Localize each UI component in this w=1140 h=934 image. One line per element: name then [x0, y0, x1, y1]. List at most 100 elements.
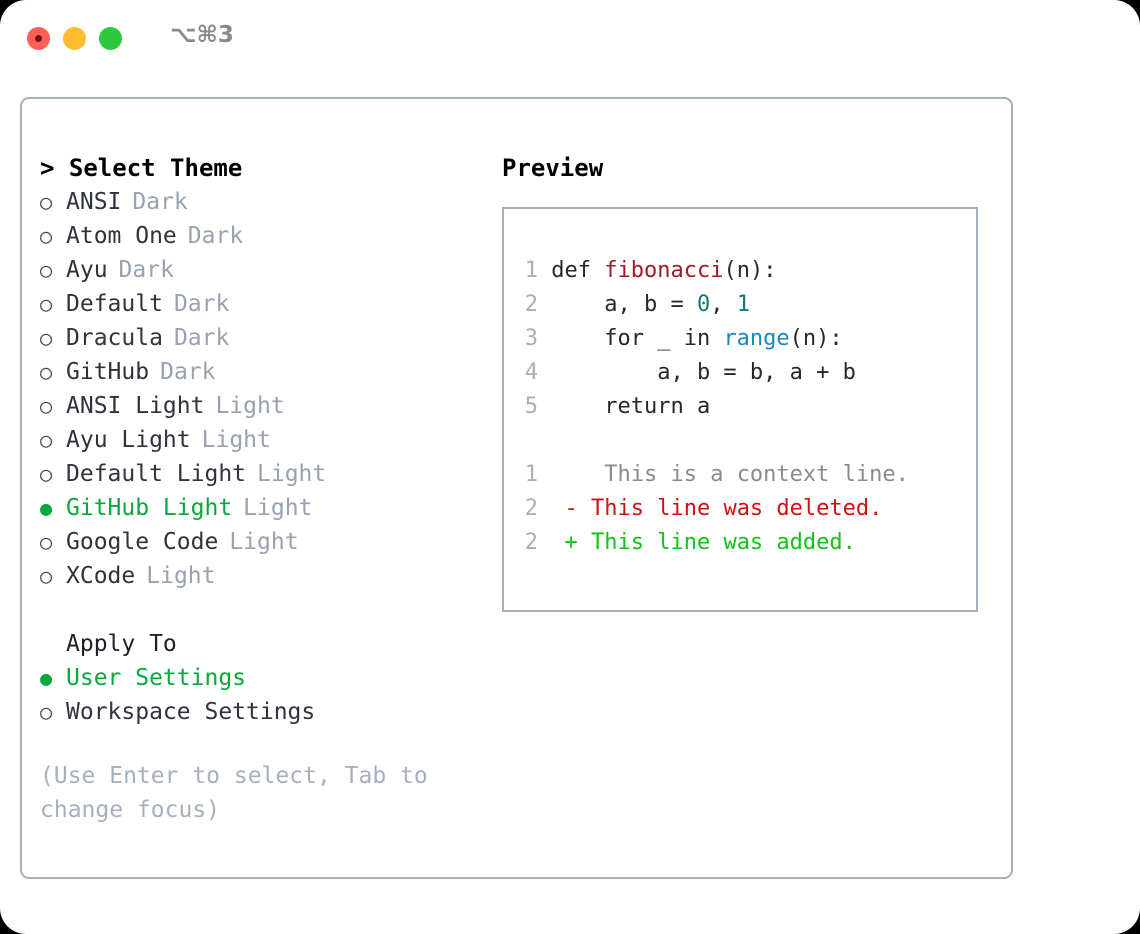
theme-option-label: Google Code — [66, 529, 219, 555]
code-line: 1 def fibonacci(n): — [520, 254, 976, 288]
theme-option-default[interactable]: ○ Default Dark — [40, 287, 480, 321]
theme-option-label: ANSI Light — [66, 393, 205, 419]
theme-option-variant: Light — [201, 427, 271, 453]
code-token: def — [551, 258, 605, 283]
radio-unselected-icon: ○ — [40, 326, 53, 350]
code-token: 0 — [696, 292, 711, 317]
diff-text: This line was added. — [577, 530, 856, 555]
diff-sample: 1 This is a context line.2 - This line w… — [520, 458, 976, 560]
radio-unselected-icon: ○ — [40, 224, 53, 248]
theme-option-variant: Light — [229, 529, 299, 555]
code-token: return a — [551, 394, 711, 419]
radio-selected-icon: ● — [40, 666, 53, 690]
radio-selected-icon: ● — [40, 496, 53, 520]
theme-option-variant: Light — [215, 393, 285, 419]
apply-to-title: Apply To — [66, 631, 177, 657]
diff-line: 1 This is a context line. — [520, 458, 976, 492]
theme-option-default-light[interactable]: ○ Default Light Light — [40, 457, 480, 491]
radio-unselected-icon: ○ — [40, 428, 53, 452]
theme-option-google-code[interactable]: ○ Google Code Light — [40, 525, 480, 559]
code-line: 5 return a — [520, 390, 976, 424]
theme-option-variant: Dark — [173, 325, 230, 351]
radio-unselected-icon: ○ — [40, 190, 53, 214]
code-token: , — [710, 292, 737, 317]
code-line: 3 for _ in range(n): — [520, 322, 976, 356]
theme-option-variant: Light — [146, 563, 216, 589]
theme-option-label: Ayu Light — [66, 427, 191, 453]
code-token: for _ in — [551, 326, 724, 351]
theme-option-variant: Dark — [187, 223, 244, 249]
theme-option-variant: Dark — [118, 257, 174, 283]
code-blank-line — [520, 424, 976, 458]
spacer — [40, 593, 480, 627]
theme-option-label: XCode — [66, 563, 136, 589]
theme-option-atom-one[interactable]: ○ Atom One Dark — [40, 219, 480, 253]
diff-line: 2 + This line was added. — [520, 526, 976, 560]
theme-option-ayu[interactable]: ○ Ayu Dark — [40, 253, 480, 287]
line-number: 1 — [524, 462, 538, 487]
line-number: 2 — [524, 292, 538, 317]
diff-sign: + — [564, 530, 578, 555]
title-bar: ⌥⌘3 — [0, 0, 1140, 78]
theme-option-label: Default Light — [66, 461, 247, 487]
code-token: a, b = — [551, 292, 697, 317]
code-token: fibonacci — [604, 258, 724, 283]
theme-option-github-light[interactable]: ● GitHub Light Light — [40, 491, 480, 525]
radio-unselected-icon: ○ — [40, 462, 53, 486]
theme-option-variant: Light — [243, 495, 313, 521]
radio-unselected-icon: ○ — [40, 394, 53, 418]
apply-to-option-label: User Settings — [66, 665, 247, 691]
maximize-button[interactable] — [99, 27, 122, 50]
code-line: 4 a, b = b, a + b — [520, 356, 976, 390]
code-token: 1 — [736, 292, 750, 317]
radio-unselected-icon: ○ — [40, 360, 53, 384]
diff-text: This is a context line. — [577, 462, 909, 487]
radio-unselected-icon: ○ — [40, 530, 53, 554]
theme-option-label: GitHub Light — [66, 495, 233, 521]
diff-sign: - — [564, 496, 578, 521]
code-token: a, b = b, a + b — [551, 360, 856, 385]
theme-picker-title: > Select Theme — [40, 154, 243, 182]
line-number: 2 — [524, 530, 538, 555]
diff-line: 2 - This line was deleted. — [520, 492, 976, 526]
line-number: 2 — [524, 496, 538, 521]
theme-option-label: Ayu — [66, 257, 108, 283]
code-line: 2 a, b = 0, 1 — [520, 288, 976, 322]
theme-option-variant: Light — [257, 461, 327, 487]
window-controls — [27, 27, 122, 50]
theme-option-label: Atom One — [66, 223, 177, 249]
theme-option-variant: Dark — [160, 359, 216, 385]
theme-option-variant: Dark — [132, 189, 188, 215]
help-text: (Use Enter to select, Tab to change focu… — [40, 763, 428, 823]
radio-unselected-icon: ○ — [40, 292, 53, 316]
theme-option-ansi-light[interactable]: ○ ANSI Light Light — [40, 389, 480, 423]
preview-title: Preview — [502, 154, 604, 182]
code-token: (n): — [789, 326, 843, 351]
apply-to-option-user-settings[interactable]: ● User Settings — [40, 661, 480, 695]
line-number: 5 — [524, 394, 538, 419]
apply-to-option-list: ● User Settings ○Workspace Settings — [40, 661, 480, 729]
theme-option-ayu-light[interactable]: ○ Ayu Light Light — [40, 423, 480, 457]
line-number: 3 — [524, 326, 538, 351]
theme-option-variant: Dark — [173, 291, 230, 317]
apply-to-option-workspace-settings[interactable]: ○Workspace Settings — [40, 695, 480, 729]
theme-option-label: Default — [66, 291, 163, 317]
line-number: 4 — [524, 360, 538, 385]
preview-column: Preview 1 def fibonacci(n):2 a, b = 0, 1… — [502, 151, 992, 612]
close-button[interactable] — [27, 27, 50, 50]
code-token: range — [723, 326, 790, 351]
radio-unselected-icon: ○ — [40, 258, 53, 282]
diff-text: This line was deleted. — [577, 496, 883, 521]
diff-sign — [565, 462, 578, 487]
minimize-button[interactable] — [63, 27, 86, 50]
line-number: 1 — [524, 258, 538, 283]
